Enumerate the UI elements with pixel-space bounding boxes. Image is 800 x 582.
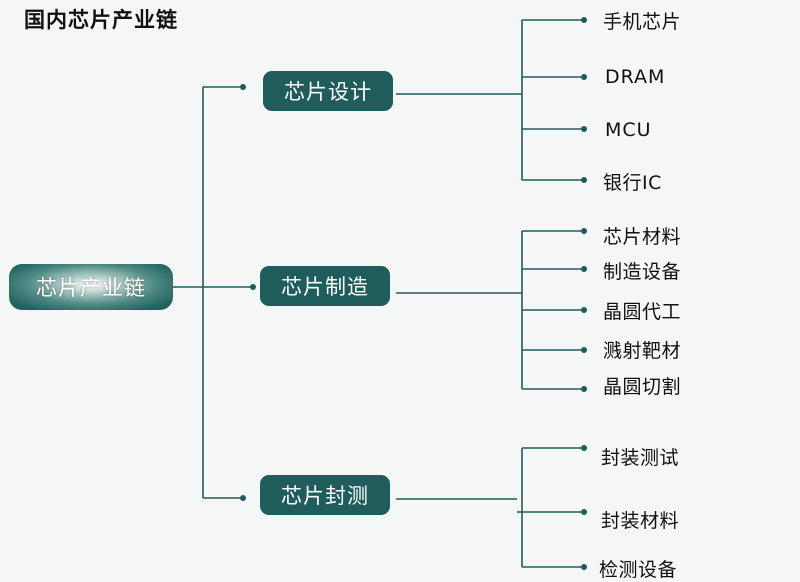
category-node-packaging-testing: 芯片封测 — [260, 475, 390, 515]
leaf-item: 芯片材料 — [603, 226, 682, 248]
leaf-item: 检测设备 — [599, 559, 678, 581]
diagram-title: 国内芯片产业链 — [24, 8, 178, 32]
leaf-item: 晶圆切割 — [603, 376, 682, 398]
leaf-item: DRAM — [605, 66, 666, 88]
leaf-item: 晶圆代工 — [603, 301, 682, 323]
root-node: 芯片产业链 — [9, 264, 173, 310]
leaf-item: MCU — [605, 119, 652, 141]
leaf-item: 封装材料 — [601, 510, 680, 532]
leaf-item: 封装测试 — [601, 447, 680, 469]
leaf-item: 手机芯片 — [603, 11, 682, 33]
category-node-design: 芯片设计 — [263, 71, 393, 111]
leaf-item: 制造设备 — [603, 261, 682, 283]
category-node-manufacturing: 芯片制造 — [260, 266, 390, 306]
leaf-item: 银行IC — [603, 172, 662, 194]
leaf-item: 溅射靶材 — [603, 340, 682, 362]
